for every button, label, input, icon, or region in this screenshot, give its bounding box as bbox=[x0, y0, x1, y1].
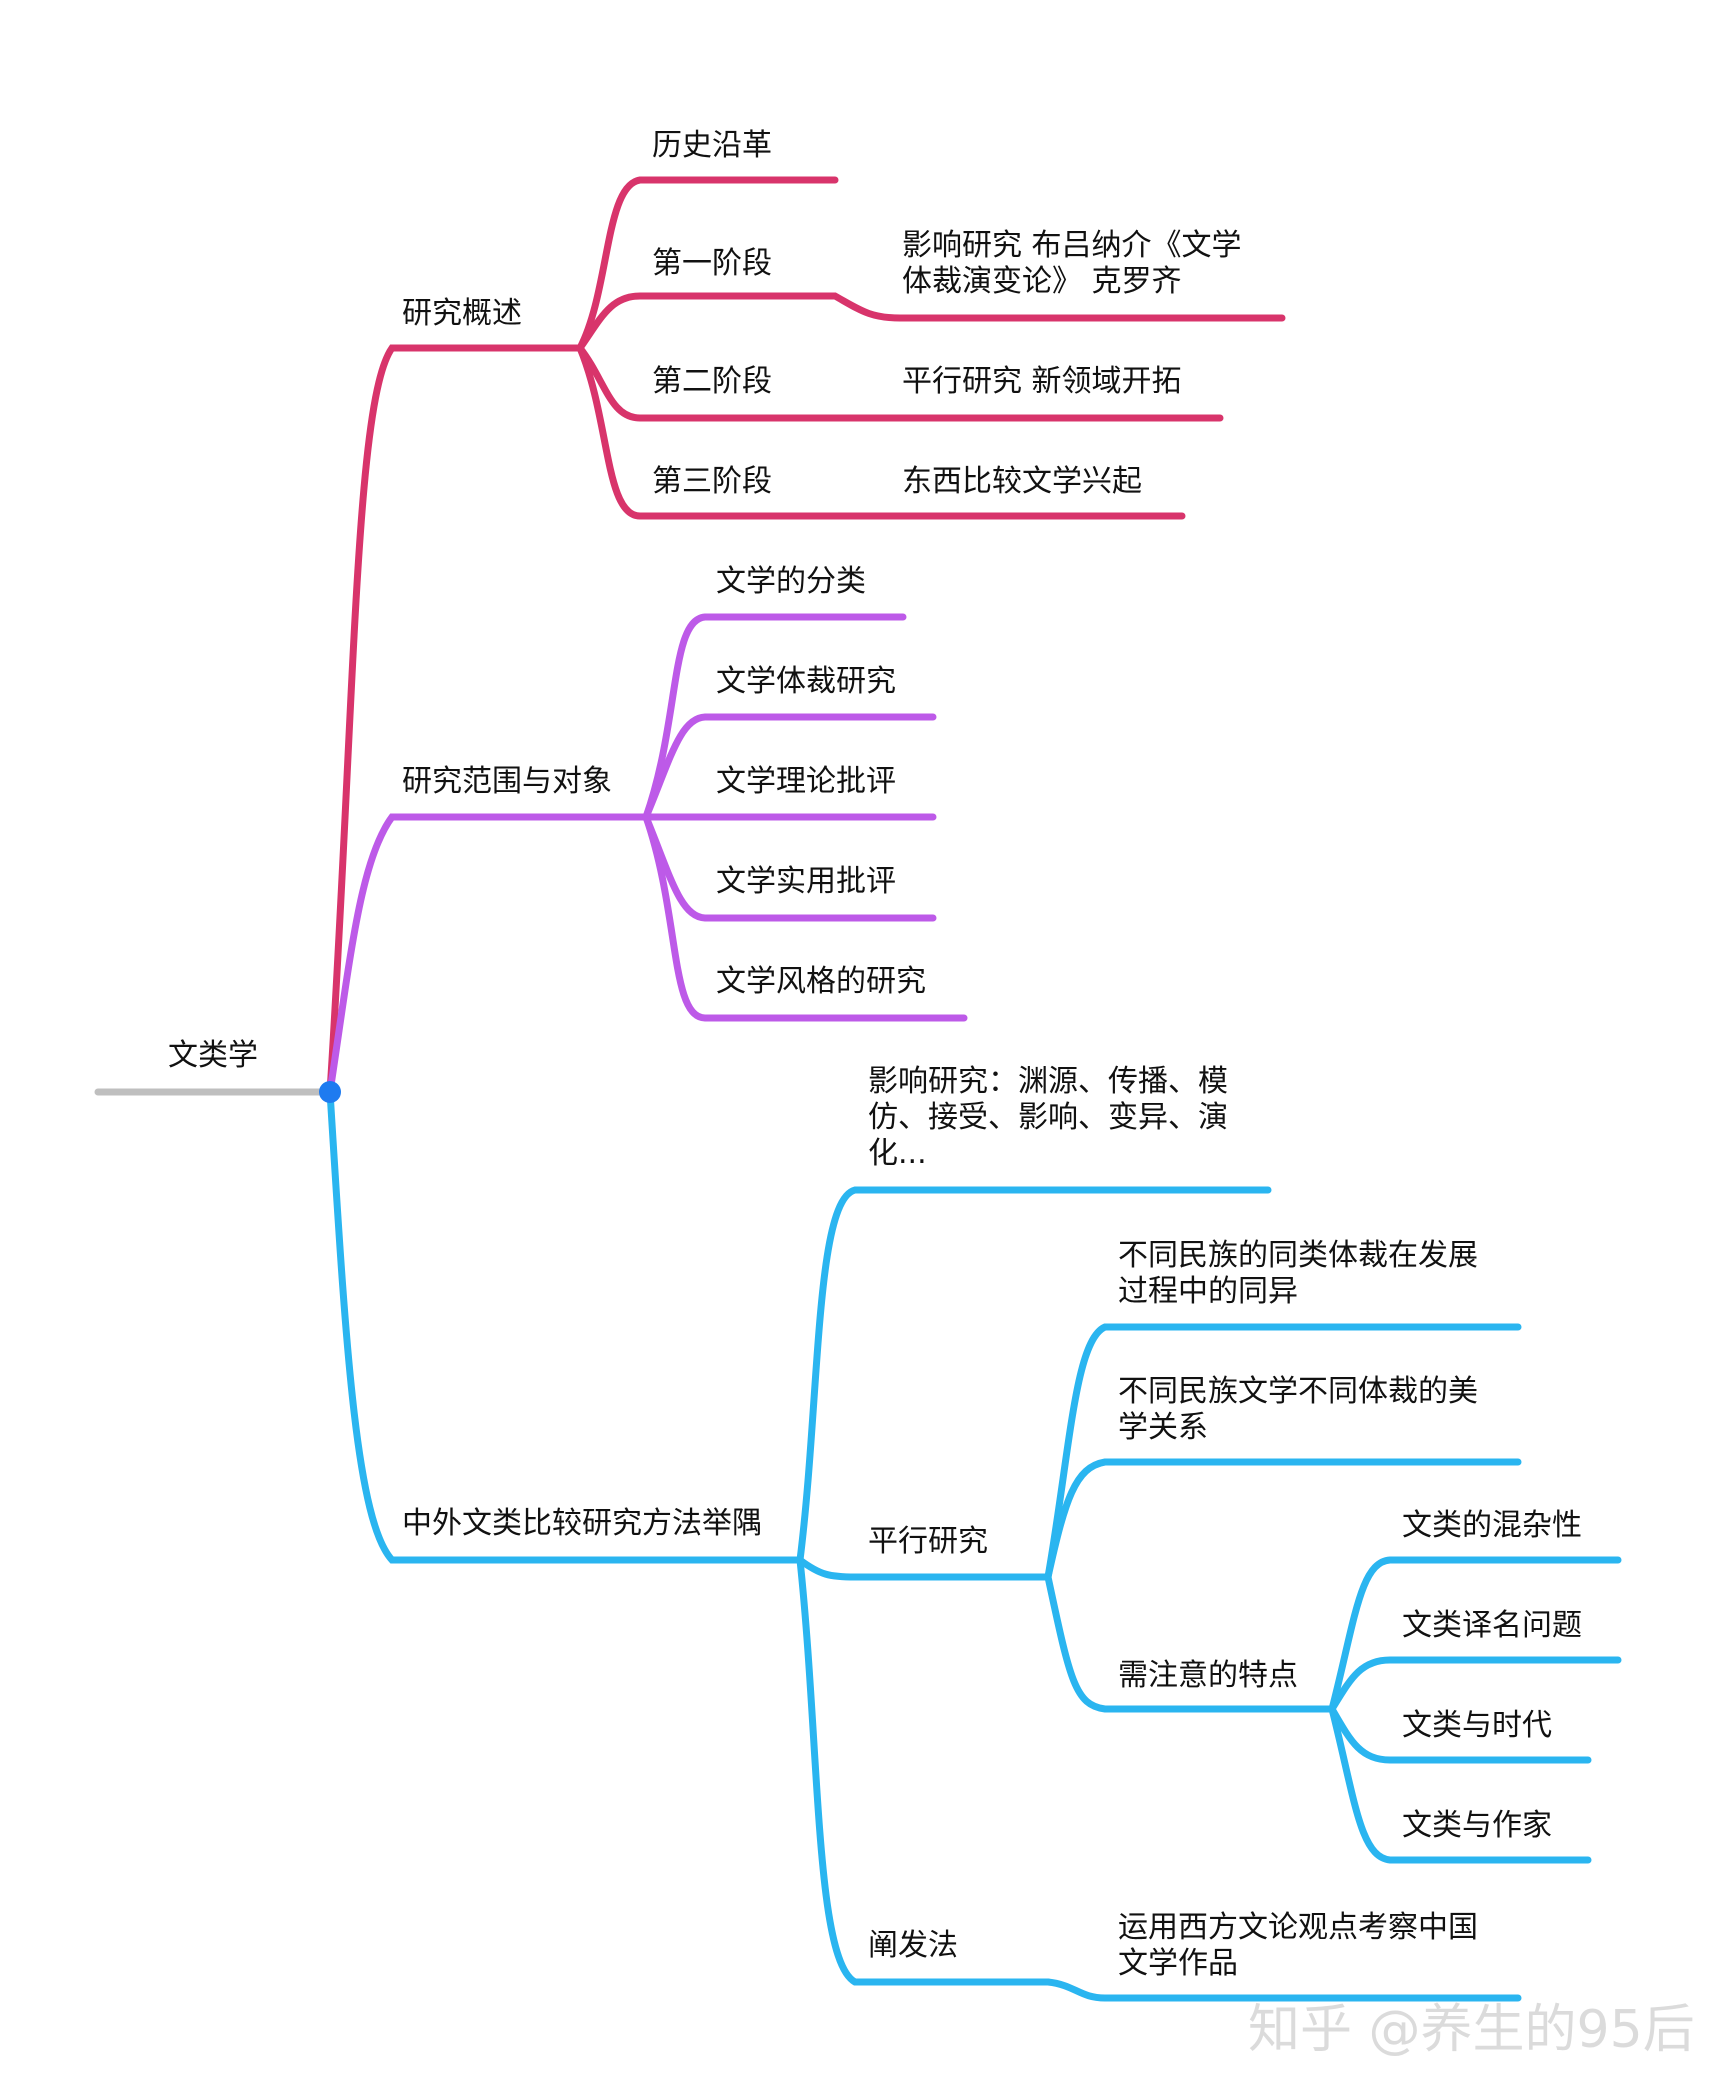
node-history[interactable]: 历史沿革 bbox=[652, 128, 772, 163]
link-methods-to-parallel bbox=[796, 1556, 1052, 1581]
node-parallel-item-1[interactable]: 不同民族的同类体裁在发展 过程中的同异 bbox=[1118, 1238, 1478, 1309]
link-methods-to-elucidation bbox=[796, 1556, 1052, 1986]
link-scope-to-item-5 bbox=[642, 813, 968, 1022]
link-parallel-to-item-2 bbox=[1044, 1458, 1522, 1581]
link-methods-to-influence bbox=[796, 1186, 1272, 1564]
node-parallel-study[interactable]: 平行研究 bbox=[868, 1524, 988, 1559]
link-overview-to-history bbox=[576, 176, 839, 352]
node-scope-item-4[interactable]: 文学实用批评 bbox=[716, 864, 896, 899]
node-research-overview[interactable]: 研究概述 bbox=[402, 296, 522, 331]
root-dot bbox=[319, 1081, 341, 1103]
node-research-scope[interactable]: 研究范围与对象 bbox=[402, 764, 612, 799]
link-root-to-overview bbox=[326, 344, 584, 1096]
watermark: 知乎 @养生的95后 bbox=[1248, 2000, 1695, 2060]
node-scope-item-1[interactable]: 文学的分类 bbox=[716, 564, 866, 599]
link-scope-to-item-2 bbox=[642, 713, 937, 821]
link-scope-to-item-1 bbox=[642, 613, 907, 821]
node-parallel-item-2[interactable]: 不同民族文学不同体裁的美 学关系 bbox=[1118, 1374, 1478, 1445]
node-stage-1[interactable]: 第一阶段 bbox=[652, 246, 772, 281]
node-scope-item-3[interactable]: 文学理论批评 bbox=[716, 764, 896, 799]
node-notes[interactable]: 需注意的特点 bbox=[1118, 1658, 1298, 1693]
link-notes-to-item-2 bbox=[1328, 1656, 1622, 1713]
branch-1-connectors bbox=[326, 176, 1286, 1096]
node-scope-item-2[interactable]: 文学体裁研究 bbox=[716, 664, 896, 699]
node-stage-1-detail[interactable]: 影响研究 布吕纳介《文学 体裁演变论》 克罗齐 bbox=[902, 228, 1242, 299]
link-elucidation-to-detail bbox=[1044, 1978, 1522, 2002]
node-notes-item-1[interactable]: 文类的混杂性 bbox=[1402, 1508, 1582, 1543]
node-stage-2-detail[interactable]: 平行研究 新领域开拓 bbox=[902, 364, 1182, 399]
link-parallel-to-notes bbox=[1044, 1573, 1336, 1713]
branch-2-connectors bbox=[326, 613, 968, 1096]
root-node[interactable]: 文类学 bbox=[168, 1038, 258, 1073]
link-root-to-scope bbox=[326, 813, 650, 1096]
branch-3-connectors bbox=[326, 1088, 1622, 2002]
link-overview-to-stage-1 bbox=[576, 292, 1286, 352]
link-parallel-to-item-1 bbox=[1044, 1323, 1522, 1581]
node-scope-item-5[interactable]: 文学风格的研究 bbox=[716, 964, 926, 999]
node-elucidation-detail[interactable]: 运用西方文论观点考察中国 文学作品 bbox=[1118, 1910, 1478, 1981]
node-comparative-methods[interactable]: 中外文类比较研究方法举隅 bbox=[402, 1506, 762, 1541]
node-notes-item-4[interactable]: 文类与作家 bbox=[1402, 1808, 1552, 1843]
node-notes-item-2[interactable]: 文类译名问题 bbox=[1402, 1608, 1582, 1643]
link-overview-to-stage-3 bbox=[576, 344, 1186, 520]
link-notes-to-item-4 bbox=[1328, 1705, 1592, 1864]
node-stage-2[interactable]: 第二阶段 bbox=[652, 364, 772, 399]
link-root-to-methods bbox=[326, 1088, 804, 1564]
node-stage-3[interactable]: 第三阶段 bbox=[652, 464, 772, 499]
node-influence-study[interactable]: 影响研究：渊源、传播、模 仿、接受、影响、变异、演 化... bbox=[868, 1064, 1228, 1171]
link-notes-to-item-1 bbox=[1328, 1556, 1622, 1713]
node-elucidation[interactable]: 阐发法 bbox=[868, 1928, 958, 1963]
node-notes-item-3[interactable]: 文类与时代 bbox=[1402, 1708, 1552, 1743]
node-stage-3-detail[interactable]: 东西比较文学兴起 bbox=[902, 464, 1142, 499]
